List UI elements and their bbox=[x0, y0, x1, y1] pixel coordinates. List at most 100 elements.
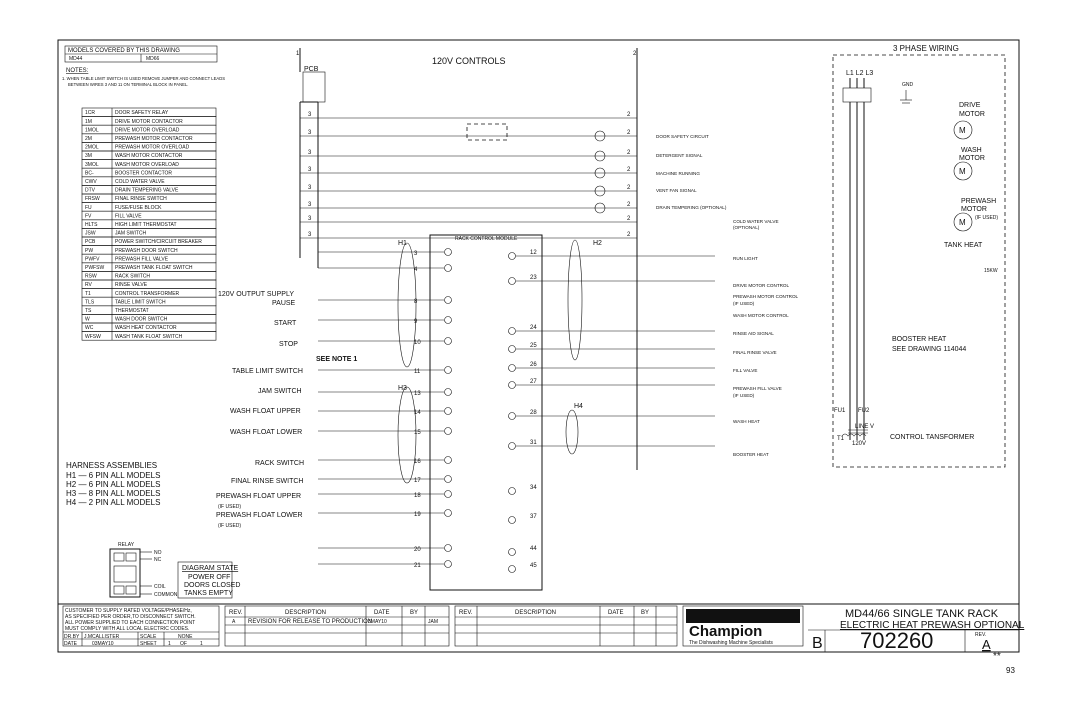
legend-code: 3M bbox=[85, 153, 92, 159]
legend-code: TS bbox=[85, 308, 92, 314]
wire-number: 2 bbox=[627, 232, 631, 238]
terminal-node bbox=[508, 277, 516, 285]
legend-description: PREWASH DOOR SWITCH bbox=[115, 248, 178, 254]
drive-label: DRIVE bbox=[959, 102, 981, 109]
prewash-label: PREWASH bbox=[961, 198, 996, 205]
wire-number: 3 bbox=[308, 216, 312, 222]
legend-code: WC bbox=[85, 325, 94, 331]
rack-module-label: RACK CONTROL MODULE bbox=[455, 236, 518, 242]
description-header-2: DESCRIPTION bbox=[515, 610, 556, 616]
label-if-used-2: (IF USED) bbox=[218, 523, 241, 529]
terminal-node bbox=[508, 516, 516, 524]
brand-name: Champion bbox=[689, 623, 762, 640]
date-label: DATE bbox=[64, 641, 78, 647]
relay-nc: NC bbox=[154, 557, 162, 563]
terminal-number: 34 bbox=[530, 485, 537, 491]
terminal-number: 28 bbox=[530, 410, 537, 416]
wire-number: 3 bbox=[308, 150, 312, 156]
legend-code: JSW bbox=[85, 231, 96, 237]
harness-h1-oval bbox=[397, 242, 417, 368]
legend-description: WASH MOTOR OVERLOAD bbox=[115, 162, 179, 168]
customer-note-3: ALL POWER SUPPLIED TO EACH CONNECTION PO… bbox=[65, 620, 195, 626]
line-v-label: LINE V bbox=[855, 424, 874, 430]
legend-code: HLTS bbox=[85, 222, 98, 228]
legend-description: CONTROL TRANSFORMER bbox=[115, 291, 180, 297]
diagram-state-tanks: TANKS EMPTY bbox=[184, 590, 233, 597]
rev-header: REV. bbox=[229, 610, 243, 616]
terminal-node bbox=[444, 560, 452, 568]
date-header-2: DATE bbox=[608, 610, 624, 616]
coil-symbol bbox=[594, 150, 606, 162]
legend-code: 1CR bbox=[85, 110, 95, 116]
label-pause: PAUSE bbox=[272, 300, 296, 307]
prewash-switch-box bbox=[466, 123, 508, 141]
terminal-node bbox=[444, 337, 452, 345]
terminal-number: 17 bbox=[414, 478, 421, 484]
circuit-label: RUN LIGHT bbox=[733, 256, 758, 261]
wire-number: 2 bbox=[627, 112, 631, 118]
circuit-label: WASH MOTOR CONTROL bbox=[733, 313, 789, 318]
scale-label: SCALE bbox=[140, 634, 157, 640]
circuit-label: FINAL RINSE VALVE bbox=[733, 350, 777, 355]
drive-motor-m: M bbox=[959, 126, 966, 135]
dr-by-label: DR.BY bbox=[64, 634, 80, 640]
legend-code: RV bbox=[85, 282, 93, 288]
legend-code: DTV bbox=[85, 188, 96, 194]
models-box: MODELS COVERED BY THIS DRAWING MD44 MD66 bbox=[64, 45, 218, 63]
by-header: BY bbox=[410, 610, 418, 616]
legend-code: 1M bbox=[85, 119, 92, 125]
legend-code: FRSW bbox=[85, 196, 100, 202]
terminal-number: 19 bbox=[414, 512, 421, 518]
brand-bar bbox=[686, 609, 800, 623]
terminal-number: 44 bbox=[530, 546, 537, 552]
terminal-node bbox=[444, 388, 452, 396]
legend-description: TABLE LIMIT SWITCH bbox=[115, 299, 166, 305]
three-phase-box bbox=[832, 54, 1006, 468]
booster-heat-drawing: SEE DRAWING 114044 bbox=[892, 346, 966, 353]
terminal-number: 11 bbox=[414, 369, 421, 375]
terminal-number: 26 bbox=[530, 362, 537, 368]
rack-control-module bbox=[429, 234, 543, 591]
circuit-label: WASH HEAT bbox=[733, 419, 760, 424]
legend-description: JAM SWITCH bbox=[115, 231, 146, 237]
terminal-node bbox=[444, 509, 452, 517]
legend-description: DRIVE MOTOR CONTACTOR bbox=[115, 119, 183, 125]
scale-value: NONE bbox=[178, 634, 193, 640]
coil-symbol bbox=[594, 202, 606, 214]
terminal-node bbox=[444, 366, 452, 374]
legend-description: COLD WATER VALVE bbox=[115, 179, 165, 185]
drawing-title-1: MD44/66 SINGLE TANK RACK bbox=[845, 608, 999, 620]
t1-label: T1 bbox=[837, 436, 845, 442]
legend-code: WFSW bbox=[85, 334, 101, 340]
legend-code: 2MOL bbox=[85, 145, 99, 151]
harness-h2-oval bbox=[567, 239, 583, 361]
drive-motor-label: MOTOR bbox=[959, 111, 985, 118]
legend-description: DRAIN TEMPERING VALVE bbox=[115, 188, 179, 194]
circuit-label: PREWASH FILL VALVE bbox=[733, 386, 782, 391]
terminal-node bbox=[444, 544, 452, 552]
terminal-number: 18 bbox=[414, 493, 421, 499]
wash-label: WASH bbox=[961, 147, 982, 154]
tank-heat-kw: 15KW bbox=[984, 268, 998, 274]
control-transformer-label: CONTROL TANSFORMER bbox=[890, 434, 974, 441]
tank-heat-label: TANK HEAT bbox=[944, 242, 983, 249]
rev-header-2: REV. bbox=[459, 610, 473, 616]
legend-description: POWER SWITCH/CIRCUIT BREAKER bbox=[115, 239, 202, 245]
harness-h1-label: H1 bbox=[398, 240, 407, 247]
terminal-node bbox=[508, 412, 516, 420]
legend-code: PWFV bbox=[85, 256, 100, 262]
wire-number: 3 bbox=[308, 167, 312, 173]
drawing-size: B bbox=[812, 635, 823, 652]
circuit-label: MACHINE RUNNING bbox=[656, 171, 700, 176]
rev-a-date: 3MAY10 bbox=[368, 619, 387, 625]
legend-description: WASH DOOR SWITCH bbox=[115, 317, 168, 323]
fu2-label: FU2 bbox=[858, 408, 870, 414]
coil-symbol bbox=[594, 185, 606, 197]
legend-description: FINAL RINSE SWITCH bbox=[115, 196, 167, 202]
label-wash-upper: WASH FLOAT UPPER bbox=[230, 408, 301, 415]
legend-description: THERMOSTAT bbox=[115, 308, 149, 314]
sheet-number: 1 bbox=[168, 641, 171, 647]
wire-number: 2 bbox=[627, 150, 631, 156]
